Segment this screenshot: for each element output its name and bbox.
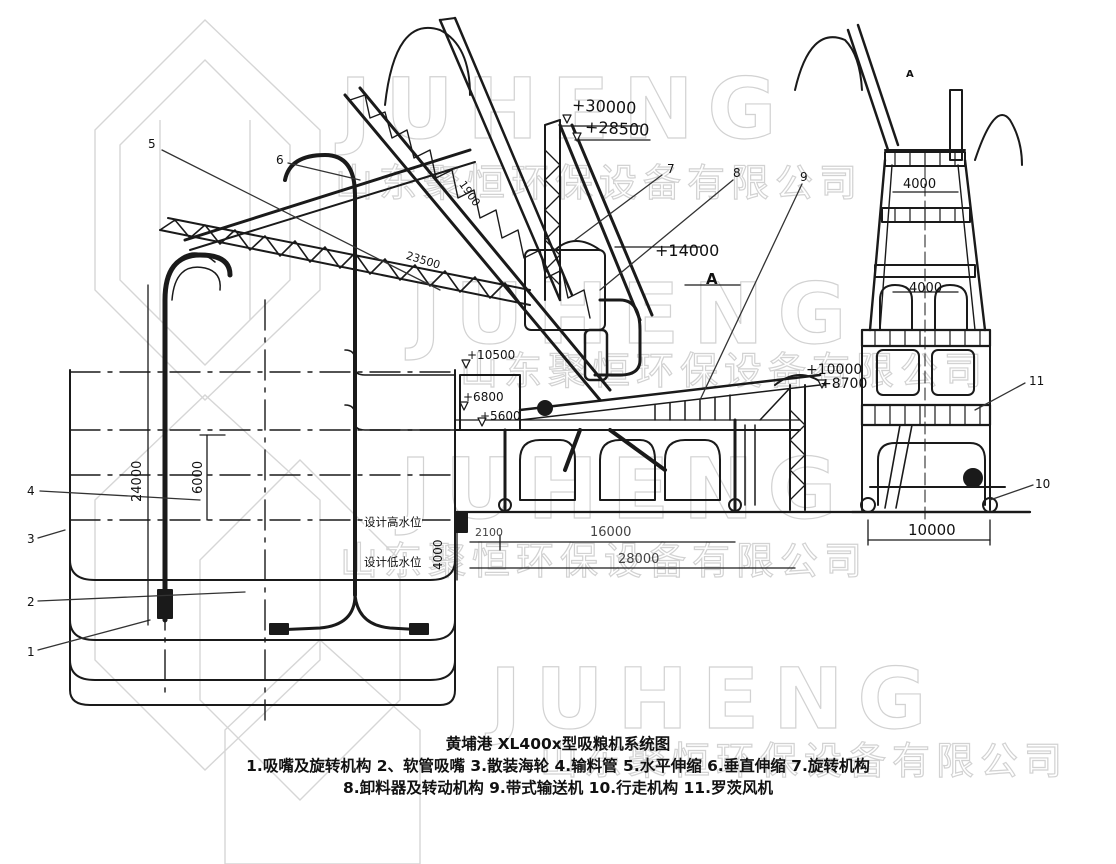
section-mark-a-end: A [906, 69, 914, 80]
diagram-caption: 黄埔港 XL400x型吸粮机系统图 1.吸嘴及旋转机构 2、软管吸嘴 3.散装海… [0, 733, 1116, 799]
hose-pipe-icon [269, 153, 429, 635]
design-low-water-level: 设计低水位 [364, 555, 422, 569]
elevation-30000: +30000 [571, 95, 637, 118]
elevation-5600: +5600 [480, 409, 521, 423]
callout-leader-lines [37, 149, 1034, 651]
end-view-tower-icon [846, 23, 1032, 521]
section-mark-a-side: A [706, 270, 718, 288]
elevation-markers [459, 114, 827, 427]
callout-7: 7 [667, 162, 675, 176]
elevation-14000: +14000 [655, 241, 720, 260]
legend-line-2: 8.卸料器及转动机构 9.带式输送机 10.行走机构 11.罗茨风机 [343, 779, 773, 797]
feed-pipe-icon [157, 252, 233, 623]
dimension-24000: 24000 [130, 460, 145, 502]
dimension-28000: 28000 [618, 552, 660, 567]
legend-line-1: 1.吸嘴及旋转机构 2、软管吸嘴 3.散装海轮 4.输料管 5.水平伸缩 6.垂… [246, 757, 870, 775]
dimension-4000-top: 4000 [903, 177, 937, 192]
watermark-company-3: 山东聚恒环保设备有限公司 [339, 538, 869, 583]
dimension-4000-water: 4000 [431, 539, 445, 570]
watermark-brand-4: JUHENG [489, 649, 941, 748]
watermark-company-4: 山东聚恒环保设备有限公司 [539, 738, 1069, 783]
tower-mast-icon [524, 119, 654, 382]
dimension-lines [147, 125, 991, 626]
elevation-28500: +28500 [584, 117, 650, 140]
dimension-6000: 6000 [191, 460, 206, 494]
portal-gantry-icon [453, 374, 1032, 533]
watermark-brand-3: JUHENG [399, 439, 851, 538]
callout-2: 2 [27, 595, 35, 609]
callout-5: 5 [148, 137, 156, 151]
ship-hull-icon [69, 299, 456, 721]
callout-10: 10 [1035, 477, 1051, 491]
elevation-6800: +6800 [463, 390, 504, 404]
dimension-2100: 2100 [475, 526, 503, 539]
callout-9: 9 [800, 170, 808, 184]
callout-4: 4 [27, 484, 35, 498]
elevation-10500: +10500 [467, 348, 516, 362]
callout-11: 11 [1029, 374, 1045, 388]
elevation-10000: +10000 [806, 362, 863, 378]
callout-8: 8 [733, 166, 741, 180]
callout-1: 1 [27, 645, 35, 659]
horizontal-boom-truss-icon [159, 148, 531, 306]
hose-arc-icon [384, 26, 471, 106]
design-high-water-level: 设计高水位 [364, 515, 422, 529]
dimension-10000: 10000 [908, 521, 956, 539]
belt-conveyor-icon [518, 373, 826, 511]
diagram-title: 黄埔港 XL400x型吸粮机系统图 [445, 735, 671, 753]
vertical-boom-truss-icon [343, 16, 612, 402]
watermark-brand: JUHENG [339, 59, 791, 158]
dimension-4000-mid: 4000 [909, 281, 943, 296]
callout-6: 6 [276, 153, 284, 167]
elevation-8700: +8700 [820, 376, 868, 392]
callout-3: 3 [27, 532, 35, 546]
dimension-16000: 16000 [590, 525, 632, 540]
